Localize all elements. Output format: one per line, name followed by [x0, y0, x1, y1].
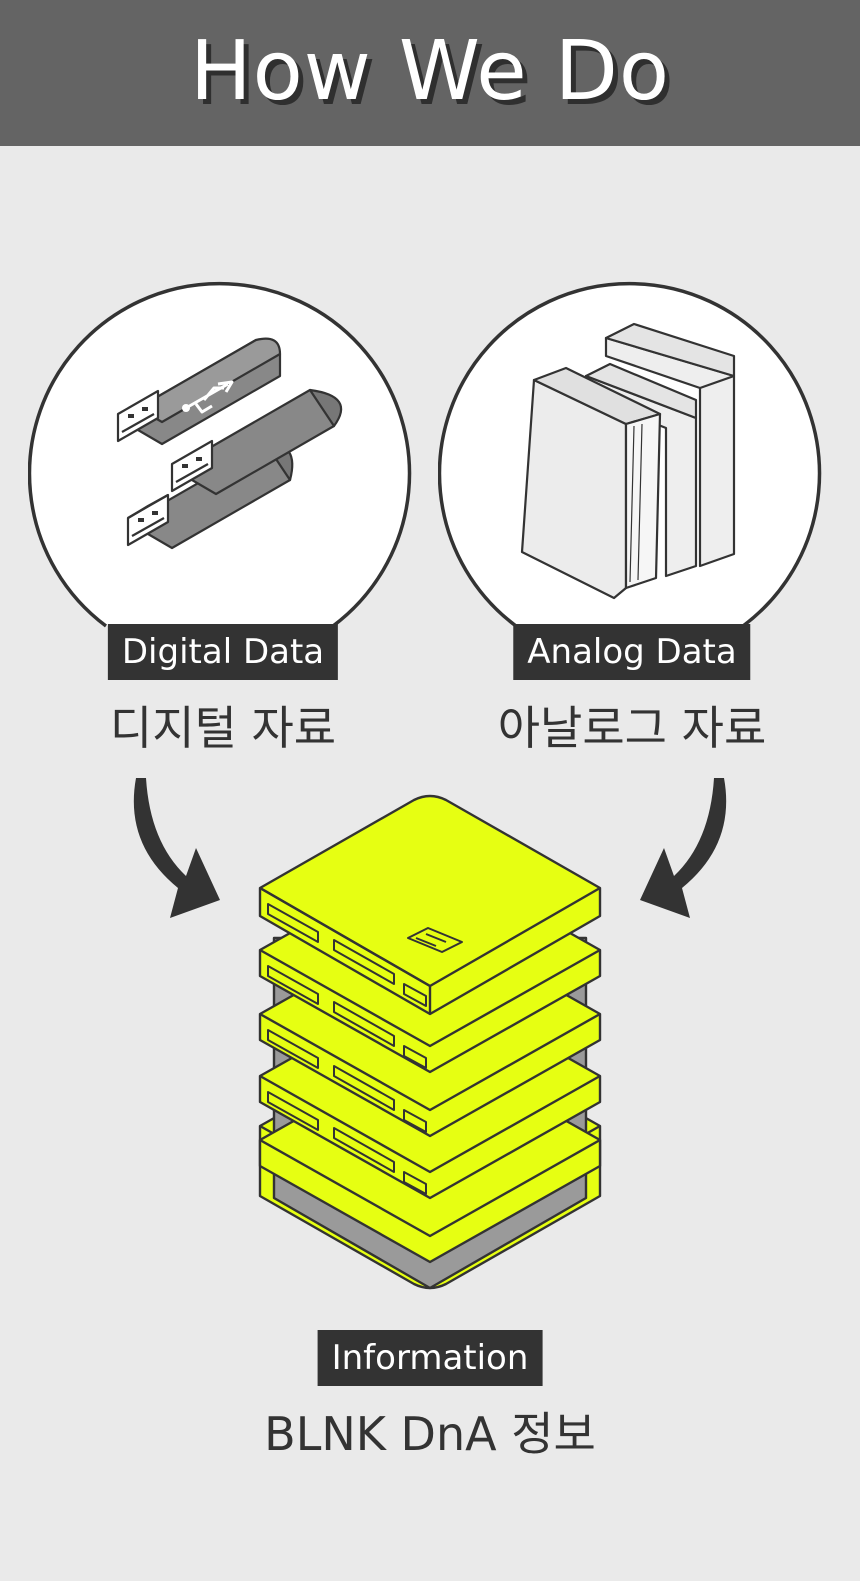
- information-tag: Information: [317, 1330, 543, 1386]
- digital-data-tag: Digital Data: [107, 624, 339, 680]
- analog-data-tag: Analog Data: [513, 624, 751, 680]
- right-arrow-icon: [640, 778, 727, 918]
- books-icon: [520, 322, 736, 600]
- information-caption: BLNK DnA 정보: [264, 1407, 596, 1461]
- analog-data-caption: 아날로그 자료: [497, 701, 767, 755]
- server-stack-icon: [258, 794, 602, 1290]
- analog-data-circle: [438, 281, 822, 628]
- digital-data-circle: [28, 281, 412, 628]
- header-bar: How We Do: [0, 0, 860, 146]
- usb-drives-icon: [116, 337, 343, 550]
- left-arrow-icon: [133, 778, 220, 918]
- page-title: How We Do: [189, 23, 671, 119]
- digital-data-caption: 디지털 자료: [109, 701, 337, 755]
